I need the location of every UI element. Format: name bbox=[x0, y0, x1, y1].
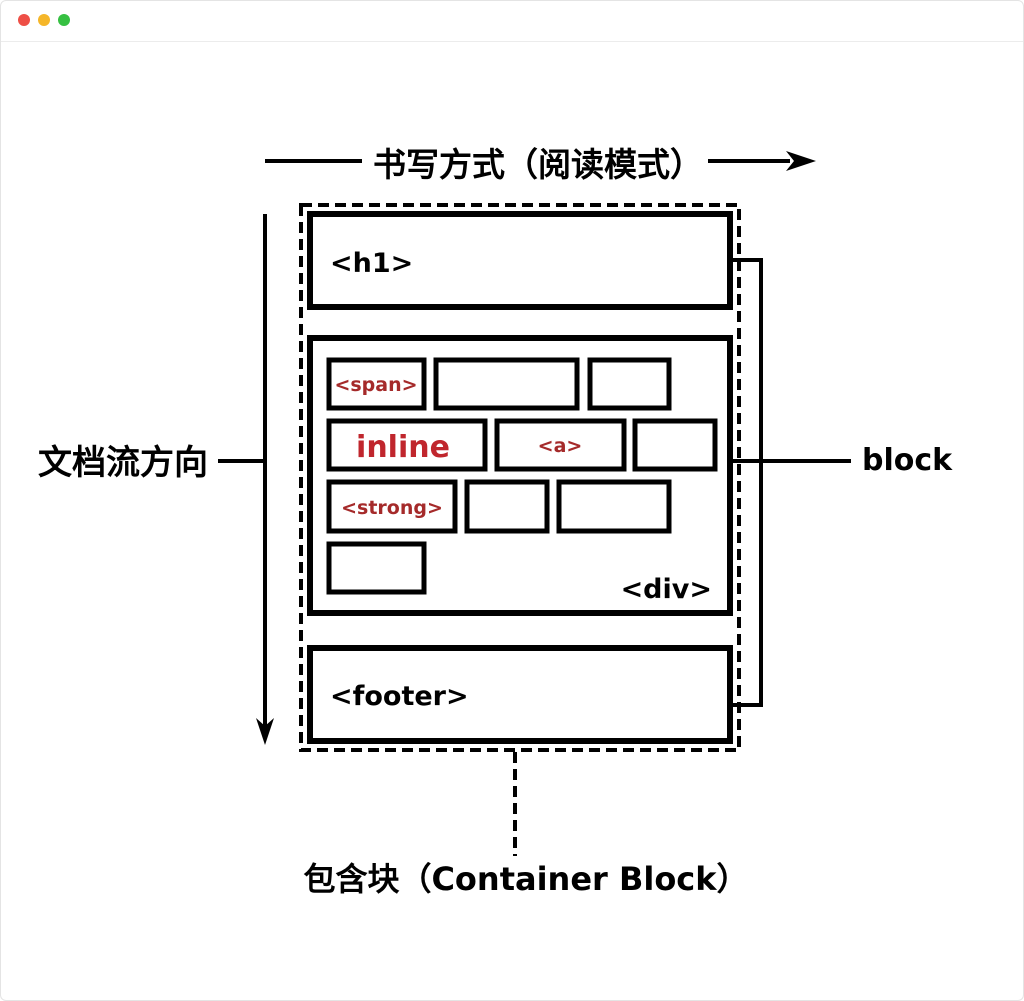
writing-mode-label: 书写方式（阅读模式） bbox=[373, 145, 703, 184]
writing-direction-arrowhead bbox=[786, 151, 816, 171]
div-label: <div> bbox=[621, 574, 712, 605]
inline-label: inline bbox=[356, 430, 450, 465]
inline-box-a bbox=[494, 418, 627, 472]
span-label: <span> bbox=[334, 374, 417, 396]
inline-box bbox=[632, 418, 718, 472]
inline-box bbox=[326, 541, 427, 595]
inline-box-inline bbox=[326, 418, 488, 472]
minimize-window-button[interactable] bbox=[38, 14, 50, 26]
container-block-outline bbox=[299, 203, 741, 752]
inline-box-strong bbox=[326, 479, 458, 534]
block-bracket bbox=[731, 258, 763, 707]
div-block bbox=[307, 335, 733, 616]
footer-label: <footer> bbox=[330, 681, 469, 712]
block-label: block bbox=[862, 443, 953, 478]
flow-direction-label: 文档流方向 bbox=[38, 443, 208, 483]
inline-box-span bbox=[326, 357, 427, 411]
inline-box bbox=[587, 357, 672, 411]
strong-label: <strong> bbox=[341, 497, 443, 519]
a-label: <a> bbox=[538, 435, 583, 457]
footer-block bbox=[307, 645, 733, 744]
close-window-button[interactable] bbox=[18, 14, 30, 26]
h1-block bbox=[307, 211, 733, 310]
inline-box bbox=[556, 479, 672, 534]
maximize-window-button[interactable] bbox=[58, 14, 70, 26]
window-titlebar bbox=[1, 1, 1023, 42]
flow-direction-arrowhead bbox=[256, 718, 274, 745]
inline-box bbox=[464, 479, 550, 534]
h1-label: <h1> bbox=[330, 248, 413, 279]
container-block-label: 包含块（Container Block） bbox=[303, 860, 748, 898]
inline-box bbox=[433, 357, 580, 411]
